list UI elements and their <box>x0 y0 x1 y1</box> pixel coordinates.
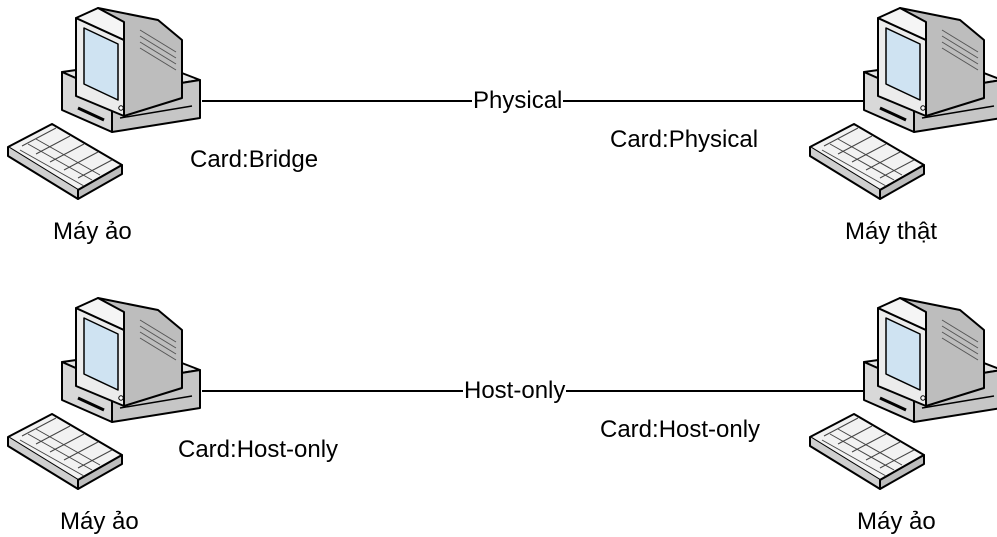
vm-node-name-top-left: Máy ảo <box>53 218 132 245</box>
virtual-machine-icon-top-left <box>6 6 202 201</box>
physical-node-name: Máy thật <box>845 218 938 245</box>
bridge-card-label: Card:Bridge <box>190 146 319 173</box>
host-only-card-label-left: Card:Host-only <box>178 436 339 463</box>
physical-link-label: Physical <box>472 87 564 115</box>
vm-node-name-bottom-left: Máy ảo <box>60 508 139 535</box>
virtual-machine-icon-bottom-left <box>6 296 202 491</box>
host-only-card-label-right: Card:Host-only <box>600 416 761 443</box>
physical-machine-icon-top-right <box>808 6 997 201</box>
virtual-machine-icon-bottom-right <box>808 296 997 491</box>
vm-node-name-bottom-right: Máy ảo <box>857 508 936 535</box>
physical-card-label: Card:Physical <box>610 126 759 153</box>
host-only-link-label: Host-only <box>463 377 567 405</box>
